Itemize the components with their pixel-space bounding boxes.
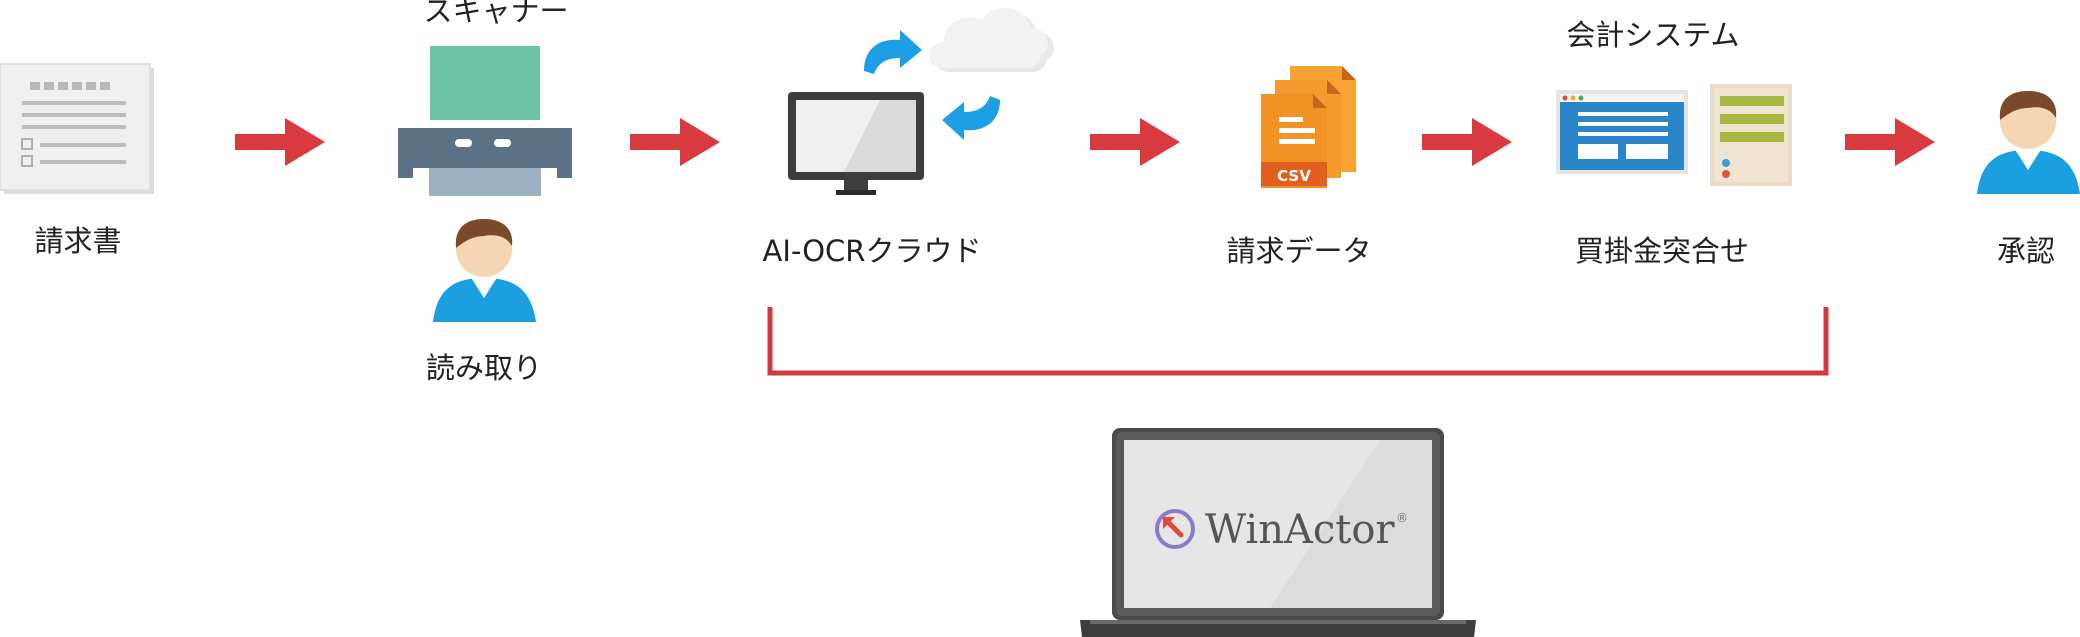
sync-upload-arrow-icon — [864, 30, 922, 74]
reading-label: 読み取り — [425, 351, 543, 385]
automation-bracket — [767, 307, 1829, 376]
operator-person-icon — [433, 219, 536, 322]
flow-arrow-4 — [1422, 118, 1512, 166]
csv-files-icon — [1261, 66, 1356, 188]
winactor-laptop-icon — [1080, 428, 1476, 637]
approval-label: 承認 — [1996, 234, 2056, 268]
invoice-document-icon — [0, 63, 154, 194]
invoice-data-label: 請求データ — [1226, 234, 1372, 268]
ap-matching-label: 買掛金突合せ — [1574, 234, 1750, 268]
sync-download-arrow-icon — [942, 96, 1000, 140]
winactor-logo-text: WinActor — [1205, 507, 1395, 553]
flow-arrow-2 — [630, 118, 720, 166]
winactor-registered-mark: ® — [1396, 511, 1408, 525]
csv-badge-text: CSV — [1277, 167, 1311, 185]
flow-arrow-1 — [235, 118, 325, 166]
monitor-icon — [788, 92, 924, 195]
winactor-logo-icon — [1155, 509, 1195, 549]
accounting-server-icon — [1710, 84, 1792, 186]
scanner-icon — [398, 46, 572, 196]
accounting-screen-icon — [1556, 90, 1688, 174]
approver-person-icon — [1977, 91, 2080, 194]
ocr-cloud-label: AI-OCRクラウド — [762, 234, 982, 268]
cloud-icon — [929, 8, 1054, 73]
invoice-label: 請求書 — [34, 224, 122, 258]
flow-arrow-5 — [1845, 118, 1935, 166]
flow-arrow-3 — [1090, 118, 1180, 166]
scanner-label: スキャナー — [423, 0, 569, 28]
accounting-system-label: 会計システム — [1566, 18, 1740, 52]
